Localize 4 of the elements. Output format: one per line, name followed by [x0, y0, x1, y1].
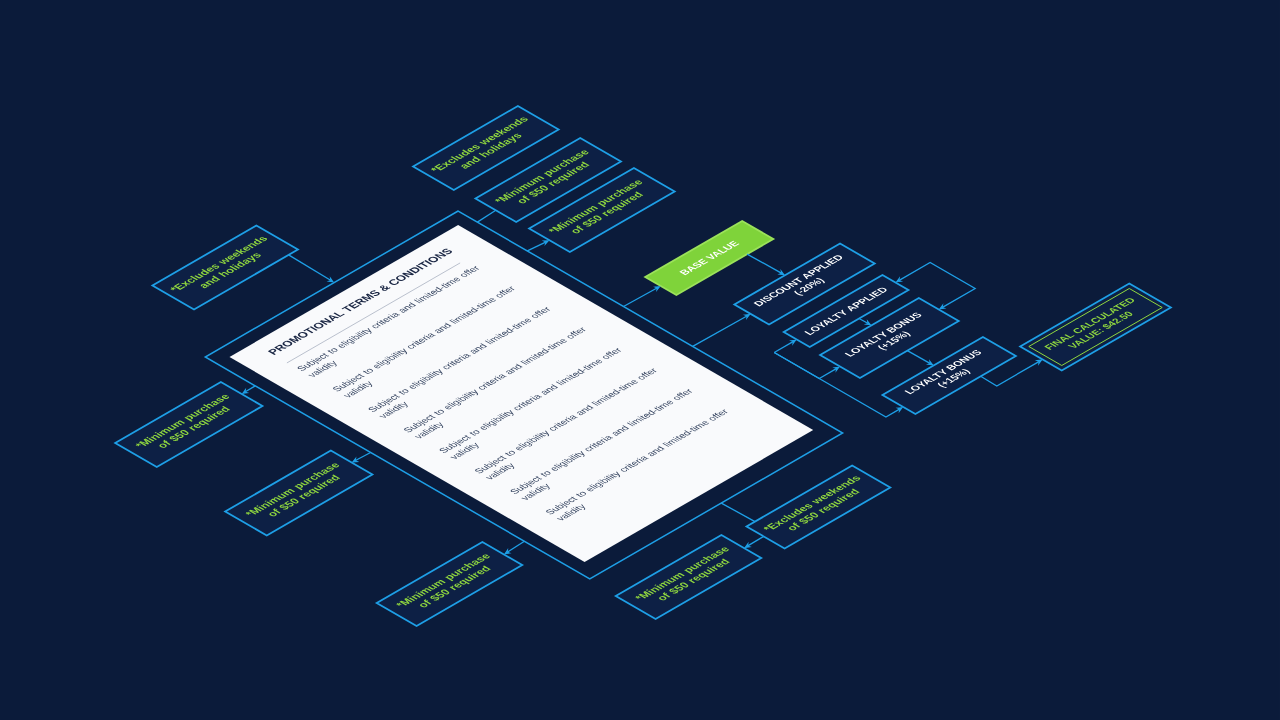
connector-line: [476, 209, 497, 223]
arrow: [622, 286, 661, 308]
connector-line: [720, 502, 756, 523]
arrow: [773, 339, 797, 354]
